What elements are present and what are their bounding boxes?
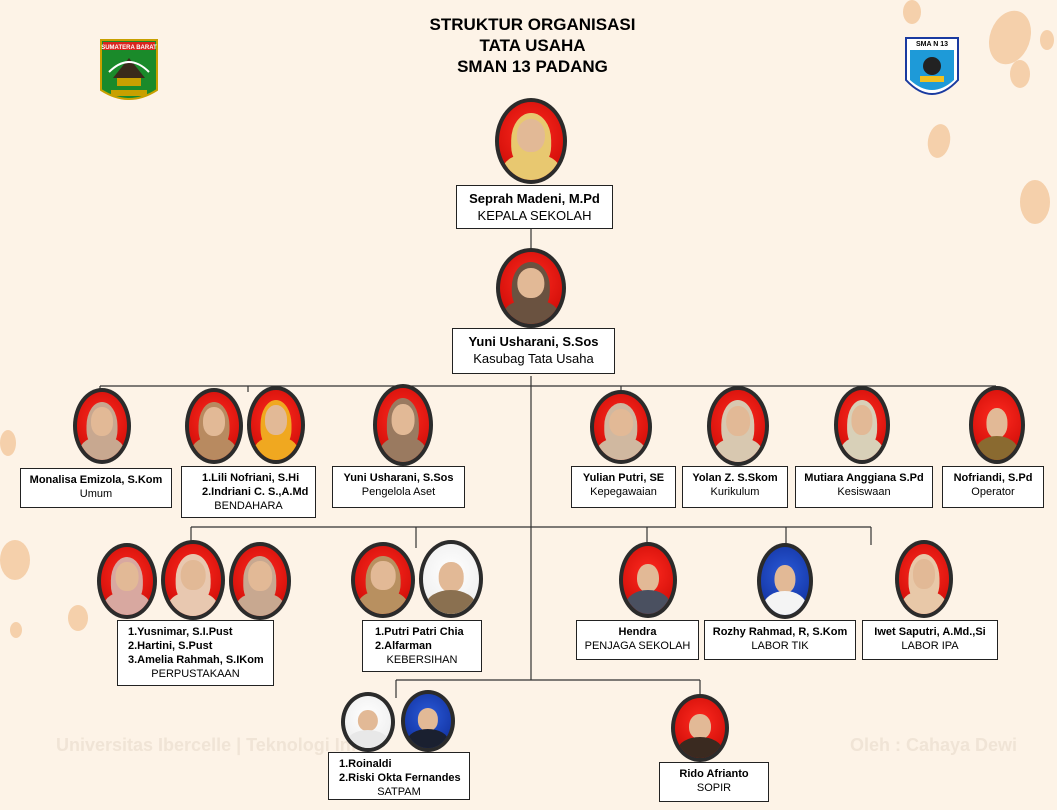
- node-name: 1.Lili Nofriani, S.Hi: [202, 472, 300, 484]
- watermark-left: Universitas Ibercelle | Teknologi Infor: [56, 735, 375, 755]
- node-bendahara: 1.Lili Nofriani, S.Hi 2.Indriani C. S.,A…: [181, 466, 316, 518]
- node-name: 2.Indriani C. S.,A.Md: [202, 486, 309, 498]
- photo-perpustakaan-1: [97, 543, 157, 619]
- node-operator: Nofriandi, S.Pd Operator: [942, 466, 1044, 508]
- decor-blob: [68, 605, 88, 631]
- watermark-right: Oleh : Cahaya Dewi: [850, 735, 1018, 755]
- photo-kasubag: [496, 248, 566, 328]
- photo-satpam-1: [341, 692, 395, 752]
- node-name: Monalisa Emizola, S.Kom: [29, 474, 163, 486]
- photo-sopir: [671, 694, 729, 762]
- photo-operator: [969, 386, 1025, 464]
- sumatera-barat-logo: SUMATERA BARAT: [99, 38, 159, 106]
- decor-blob: [1010, 60, 1030, 88]
- node-name: Mutiara Anggiana S.Pd: [804, 472, 924, 484]
- node-kepegawaian: Yulian Putri, SE Kepegawaian: [571, 466, 676, 508]
- node-name: Rozhy Rahmad, R, S.Kom: [712, 626, 848, 638]
- node-name: 1.Putri Patri Chia: [375, 626, 464, 638]
- page-title: STRUKTUR ORGANISASI TATA USAHA SMAN 13 P…: [380, 14, 685, 77]
- node-name: 3.Amelia Rahmah, S.IKom: [128, 654, 264, 666]
- node-name: Rido Afrianto: [679, 768, 749, 780]
- node-name: Iwet Saputri, A.Md.,Si: [874, 626, 986, 638]
- node-name: Yuni Usharani, S.Sos: [468, 334, 599, 349]
- node-name: Yolan Z. S.Skom: [692, 472, 778, 484]
- photo-bendahara-1: [185, 388, 243, 464]
- node-role: KEBERSIHAN: [386, 654, 458, 666]
- logo-text: SMA N 13: [916, 41, 948, 48]
- photo-bendahara-2: [247, 386, 305, 464]
- node-role: KEPALA SEKOLAH: [477, 208, 592, 223]
- node-kesiswaan: Mutiara Anggiana S.Pd Kesiswaan: [795, 466, 933, 508]
- node-name: 2.Hartini, S.Pust: [128, 640, 213, 652]
- title-line: SMAN 13 PADANG: [457, 57, 608, 76]
- node-perpustakaan: 1.Yusnimar, S.I.Pust 2.Hartini, S.Pust 3…: [117, 620, 274, 686]
- node-name: 2.Alfarman: [375, 640, 432, 652]
- node-penjaga-sekolah: Hendra PENJAGA SEKOLAH: [576, 620, 699, 660]
- decor-blob: [1020, 180, 1050, 224]
- photo-kepegawaian: [590, 390, 652, 464]
- node-kebersihan: 1.Putri Patri Chia 2.Alfarman KEBERSIHAN: [362, 620, 482, 672]
- node-satpam: 1.Roinaldi 2.Riski Okta Fernandes SATPAM: [328, 752, 470, 800]
- node-role: Kasubag Tata Usaha: [473, 351, 594, 366]
- photo-labor-ipa: [895, 540, 953, 618]
- node-role: Kesiswaan: [837, 486, 891, 498]
- photo-perpustakaan-3: [229, 542, 291, 620]
- node-role: SATPAM: [377, 786, 421, 798]
- decor-blob: [903, 0, 921, 24]
- photo-satpam-2: [401, 690, 455, 752]
- sman13-logo: SMA N 13: [904, 36, 960, 104]
- node-kepala-sekolah: Seprah Madeni, M.Pd KEPALA SEKOLAH: [456, 185, 613, 229]
- photo-penjaga-sekolah: [619, 542, 677, 618]
- title-line: STRUKTUR ORGANISASI: [429, 15, 636, 34]
- photo-perpustakaan-2: [161, 540, 225, 620]
- photo-kurikulum: [707, 386, 769, 466]
- photo-kesiswaan: [834, 386, 890, 464]
- decor-blob: [0, 540, 30, 580]
- node-role: PERPUSTAKAAN: [151, 668, 240, 680]
- photo-kebersihan-2: [419, 540, 483, 618]
- title-line: TATA USAHA: [479, 36, 586, 55]
- node-labor-tik: Rozhy Rahmad, R, S.Kom LABOR TIK: [704, 620, 856, 660]
- node-kasubag: Yuni Usharani, S.Sos Kasubag Tata Usaha: [452, 328, 615, 374]
- photo-kepala-sekolah: [495, 98, 567, 184]
- node-pengelola-aset: Yuni Usharani, S.Sos Pengelola Aset: [332, 466, 465, 508]
- node-role: Operator: [971, 486, 1015, 498]
- decor-blob: [0, 430, 16, 456]
- node-name: 1.Roinaldi: [339, 758, 392, 770]
- decor-blob: [1040, 30, 1054, 50]
- node-role: BENDAHARA: [214, 500, 283, 512]
- node-sopir: Rido Afrianto SOPIR: [659, 762, 769, 802]
- node-name: Yulian Putri, SE: [582, 472, 665, 484]
- node-role: Pengelola Aset: [361, 486, 436, 498]
- node-name: Nofriandi, S.Pd: [953, 472, 1033, 484]
- node-role: SOPIR: [696, 782, 732, 794]
- node-name: 2.Riski Okta Fernandes: [339, 772, 461, 784]
- node-role: PENJAGA SEKOLAH: [584, 640, 691, 652]
- photo-umum: [73, 388, 131, 464]
- node-role: Kepegawaian: [590, 486, 657, 498]
- node-role: Kurikulum: [710, 486, 760, 498]
- photo-labor-tik: [757, 543, 813, 619]
- node-labor-ipa: Iwet Saputri, A.Md.,Si LABOR IPA: [862, 620, 998, 660]
- node-name: Yuni Usharani, S.Sos: [343, 472, 454, 484]
- photo-pengelola-aset: [373, 384, 433, 466]
- decor-blob: [10, 622, 22, 638]
- node-name: Hendra: [618, 626, 657, 638]
- node-name: 1.Yusnimar, S.I.Pust: [128, 626, 233, 638]
- node-kurikulum: Yolan Z. S.Skom Kurikulum: [682, 466, 788, 508]
- node-role: LABOR IPA: [901, 640, 959, 652]
- node-name: Seprah Madeni, M.Pd: [469, 191, 600, 206]
- node-role: LABOR TIK: [751, 640, 809, 652]
- photo-kebersihan-1: [351, 542, 415, 618]
- node-role: Umum: [79, 488, 113, 500]
- node-umum: Monalisa Emizola, S.Kom Umum: [20, 468, 172, 508]
- logo-text: SUMATERA BARAT: [101, 45, 157, 51]
